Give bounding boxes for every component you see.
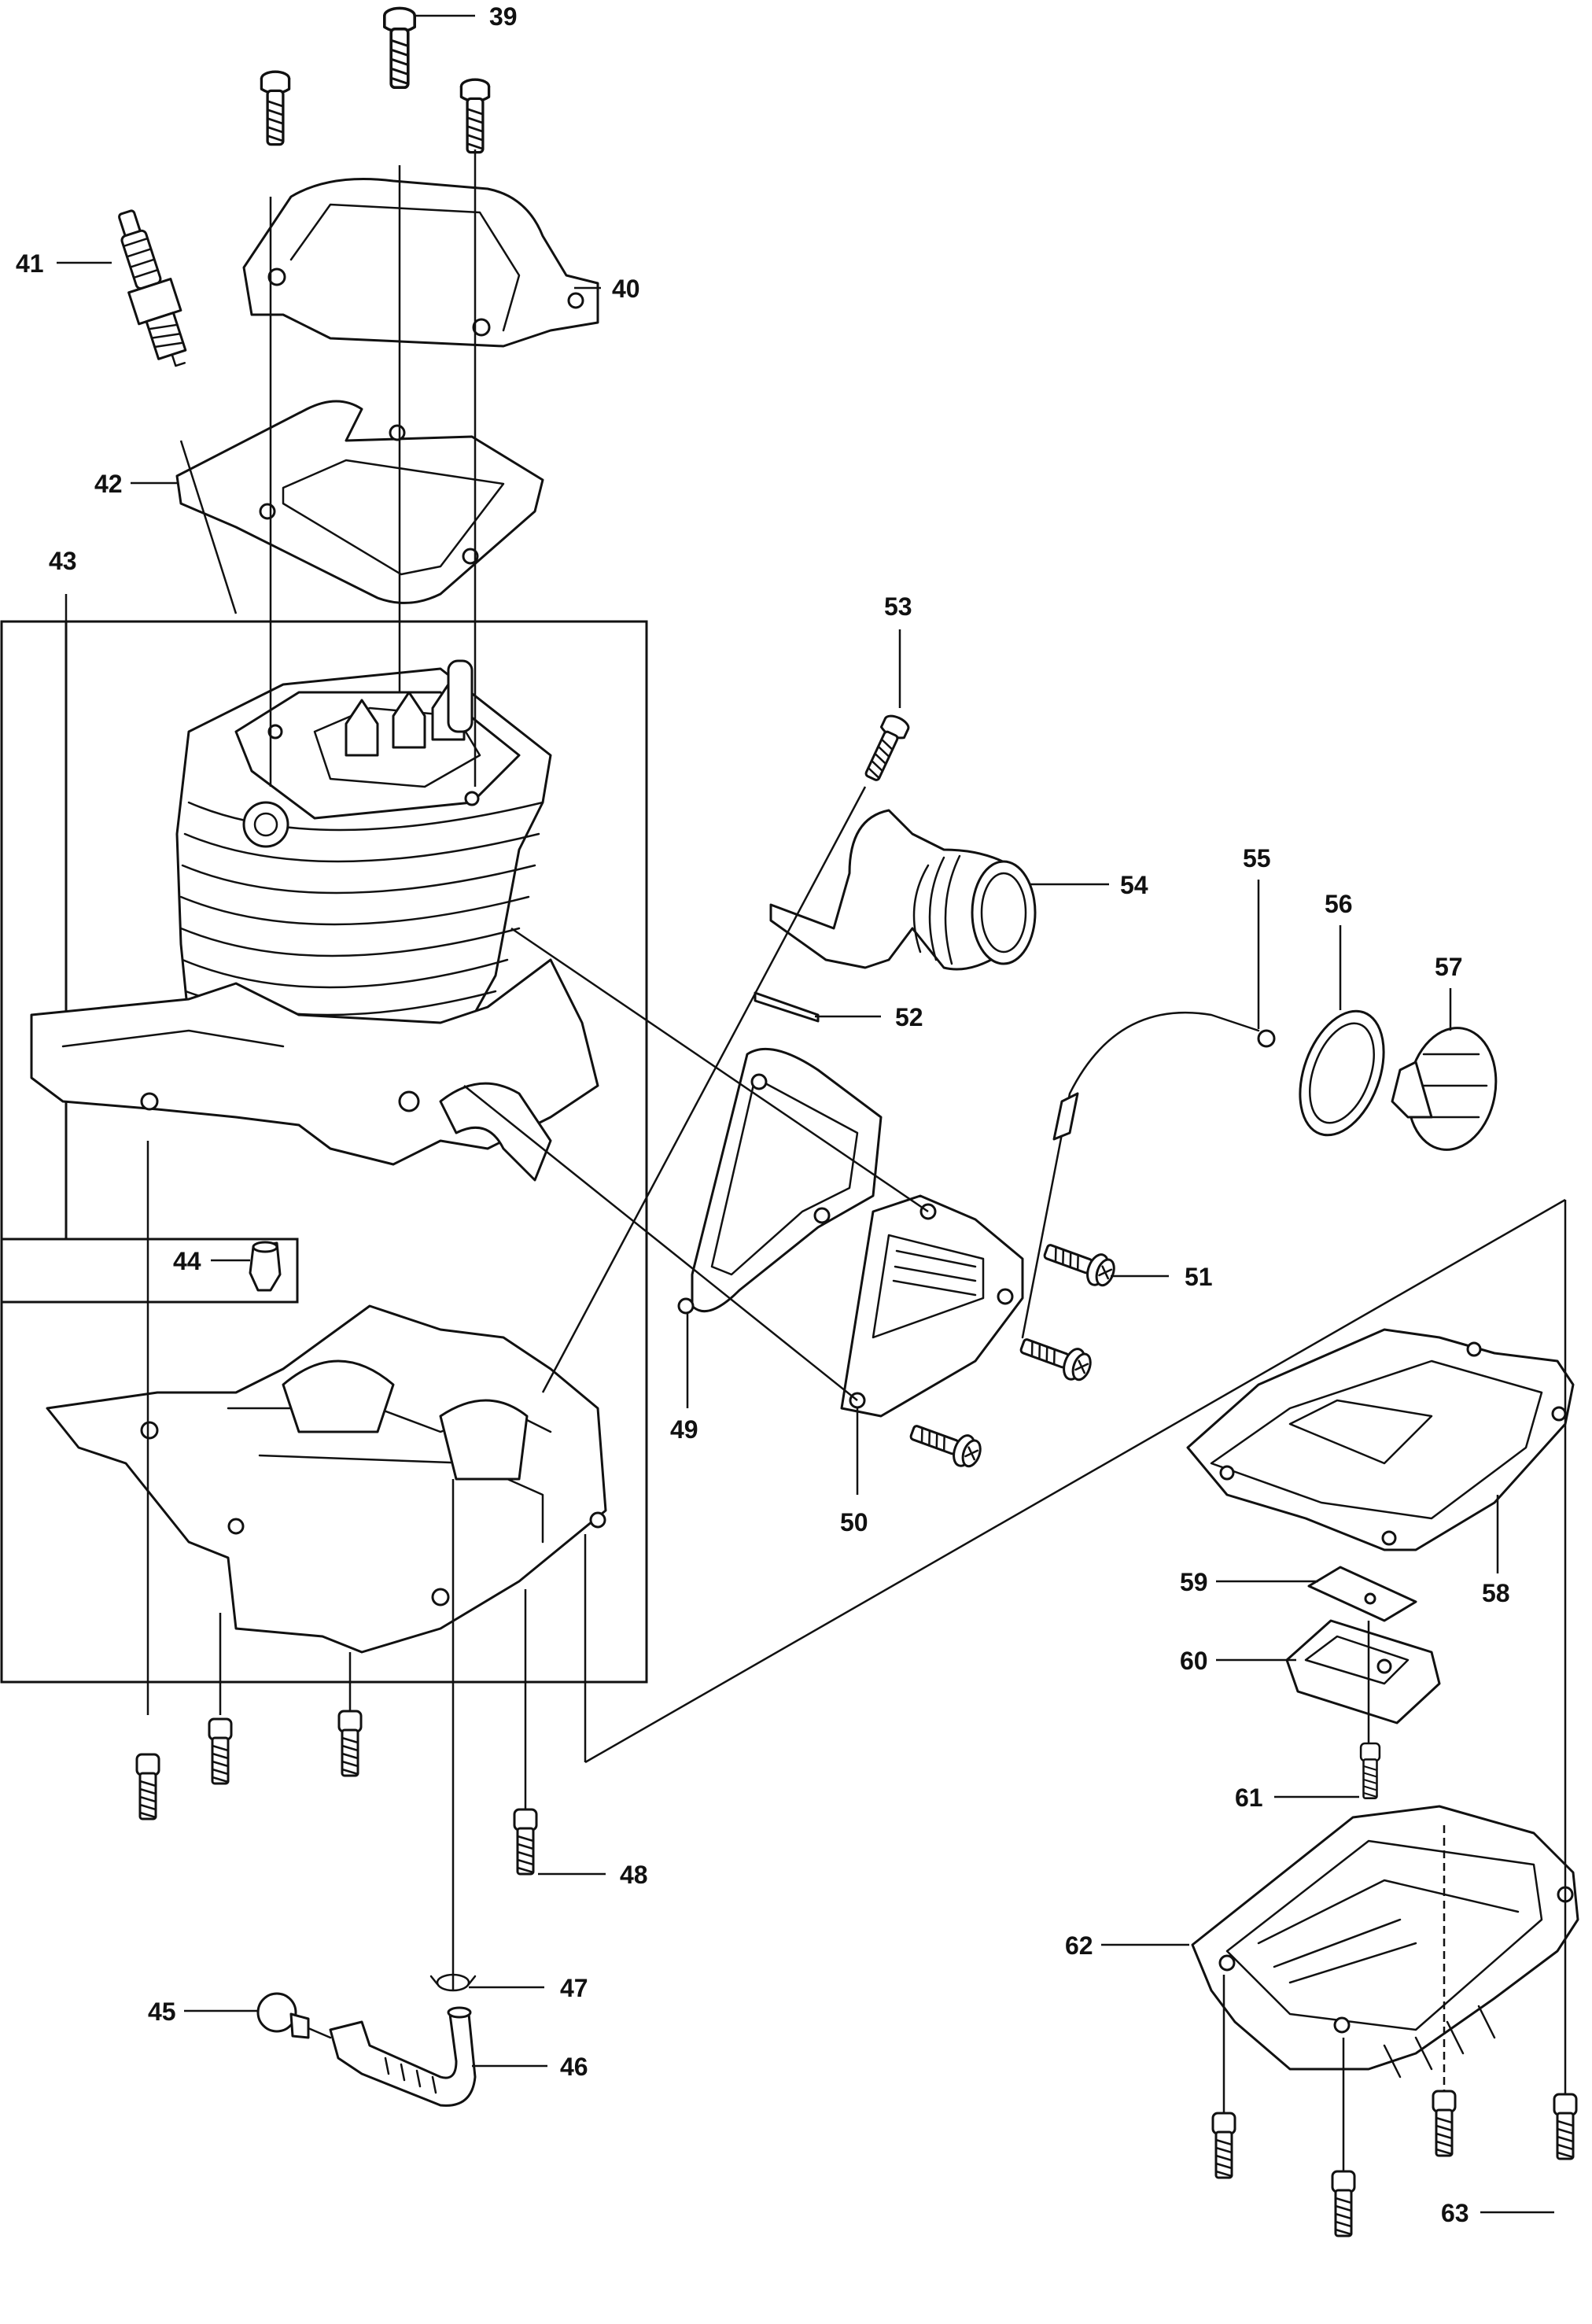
shim-59 [1307, 1566, 1417, 1622]
callout-60: 60 [1180, 1647, 1296, 1675]
cap-57 [1391, 1027, 1498, 1151]
callout-63: 63 [1441, 2199, 1554, 2227]
callout-48: 48 [538, 1861, 648, 1889]
insulator-50 [840, 1194, 1024, 1418]
callout-49: 49 [670, 1314, 698, 1444]
svg-text:60: 60 [1180, 1647, 1208, 1675]
crankcase-upper [30, 958, 599, 1182]
callout-42: 42 [94, 470, 178, 498]
bolts-crankcase [135, 1710, 538, 1876]
callout-55: 55 [1243, 844, 1271, 1029]
bolts-63 [1211, 2090, 1578, 2237]
callout-59: 59 [1180, 1568, 1318, 1596]
svg-text:62: 62 [1065, 1931, 1093, 1960]
check-valve-44 [249, 1241, 282, 1292]
callout-41: 41 [16, 249, 112, 278]
svg-text:39: 39 [489, 2, 518, 31]
seal-52 [754, 991, 820, 1023]
svg-text:51: 51 [1185, 1263, 1213, 1291]
intake-elbow-54 [769, 809, 1037, 971]
svg-text:48: 48 [620, 1861, 648, 1889]
callout-57: 57 [1435, 953, 1463, 1031]
cover-leader-lines [1222, 1200, 1567, 2171]
wire-55 [1021, 1011, 1276, 1339]
svg-text:59: 59 [1180, 1568, 1208, 1596]
intake-leader-lines [463, 786, 929, 1401]
callout-51: 51 [1111, 1263, 1213, 1291]
svg-text:52: 52 [895, 1003, 923, 1031]
cover-62 [1191, 1805, 1579, 2079]
callout-62: 62 [1065, 1931, 1189, 1960]
svg-text:53: 53 [884, 592, 912, 621]
assembly-leader-lines [146, 149, 1566, 1990]
svg-text:61: 61 [1235, 1784, 1263, 1812]
svg-text:46: 46 [560, 2053, 588, 2081]
callout-52: 52 [815, 1003, 923, 1031]
svg-text:57: 57 [1435, 953, 1463, 981]
svg-text:54: 54 [1120, 871, 1148, 899]
fuel-filter-45 [256, 1992, 332, 2039]
o-ring-56 [1299, 1009, 1385, 1137]
valve-60 [1285, 1619, 1441, 1725]
assembly-43-frame [0, 594, 648, 1684]
callout-50: 50 [840, 1408, 868, 1536]
crankcase-lower [46, 1304, 607, 1654]
svg-text:58: 58 [1482, 1579, 1510, 1607]
screw-61 [1359, 1742, 1381, 1799]
svg-text:45: 45 [148, 1998, 176, 2026]
svg-text:44: 44 [173, 1247, 201, 1275]
callout-56: 56 [1325, 890, 1353, 1010]
callout-58: 58 [1482, 1495, 1510, 1607]
callout-47: 47 [469, 1974, 588, 2002]
callout-46: 46 [472, 2053, 588, 2081]
svg-text:56: 56 [1325, 890, 1353, 918]
callout-61: 61 [1235, 1784, 1359, 1812]
bolt-53 [858, 711, 912, 785]
svg-text:43: 43 [49, 547, 77, 575]
screw-cover-right [459, 78, 491, 154]
callout-54: 54 [1030, 871, 1148, 899]
gasket-42 [175, 400, 544, 604]
callout-53: 53 [884, 592, 912, 708]
svg-text:63: 63 [1441, 2199, 1469, 2227]
svg-text:41: 41 [16, 249, 44, 278]
callout-44: 44 [173, 1247, 250, 1275]
gasket-49 [677, 1047, 883, 1315]
svg-text:47: 47 [560, 1974, 588, 2002]
screw-cover-left [260, 70, 291, 146]
valve-cover-40 [242, 178, 599, 348]
svg-text:50: 50 [840, 1508, 868, 1536]
callout-45: 45 [148, 1998, 258, 2026]
spark-plug-41 [118, 209, 187, 367]
gasket-58 [1186, 1328, 1575, 1551]
hose-clip-47 [429, 1973, 477, 1992]
callout-40: 40 [574, 275, 640, 303]
callout-39: 39 [414, 2, 518, 31]
svg-text:55: 55 [1243, 844, 1271, 872]
fuel-hose-46 [329, 2006, 477, 2107]
svg-text:42: 42 [94, 470, 123, 498]
callout-43: 43 [49, 547, 77, 575]
svg-text:40: 40 [612, 275, 640, 303]
screw-39 [382, 6, 417, 90]
svg-text:49: 49 [670, 1415, 698, 1444]
